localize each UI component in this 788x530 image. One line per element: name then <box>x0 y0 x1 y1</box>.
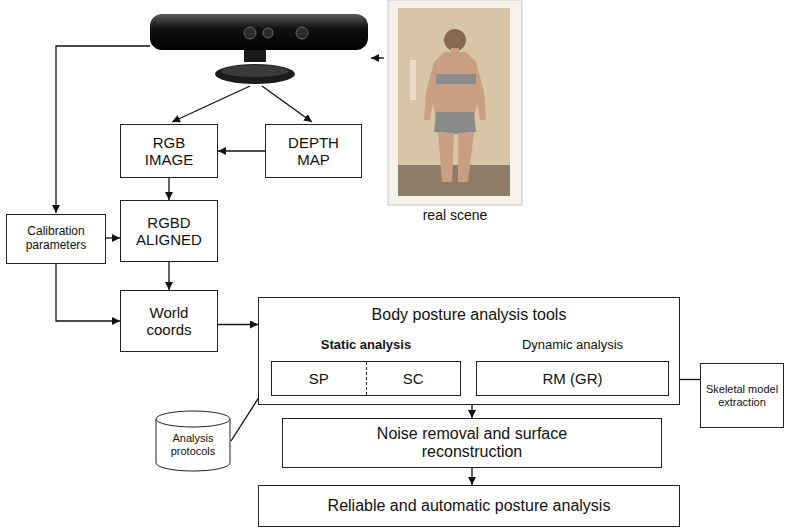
sensor-lens <box>244 27 256 39</box>
flow-arrow <box>218 150 265 151</box>
process-box: World coords <box>120 290 218 352</box>
section-heading: Static analysis <box>272 338 460 353</box>
flow-arrow <box>168 178 169 200</box>
box-label: SP <box>272 362 366 395</box>
process-box: Noise removal and surface reconstruction <box>282 418 662 468</box>
section-heading: Dynamic analysis <box>477 338 668 353</box>
kinect-sensor <box>150 14 368 84</box>
scene-arrow <box>371 57 384 58</box>
flow-arrow <box>218 324 258 325</box>
box-label: RM (GR) <box>543 370 603 387</box>
flow-arrow <box>471 405 472 418</box>
box-label: World coords <box>134 304 204 339</box>
box-label: SC <box>366 362 461 395</box>
box-label: DEPTH MAP <box>279 134 349 169</box>
process-box: RGB IMAGE <box>120 124 218 178</box>
photo-detail <box>410 60 416 100</box>
parameter-box: Calibration parameters <box>6 214 106 264</box>
caption-label: real scene <box>423 207 488 223</box>
figure-arms <box>424 62 486 120</box>
box-label: Reliable and automatic posture analysis <box>328 497 611 515</box>
analysis-box: Static analysisSPSC <box>271 361 461 396</box>
process-box: RGBD ALIGNED <box>120 200 218 262</box>
database-cylinder: Analysis protocols <box>155 410 231 472</box>
sensor-base <box>215 64 295 84</box>
figure-neck <box>451 48 459 54</box>
figure-torso <box>432 52 478 118</box>
box-label: Noise removal and surface reconstruction <box>372 425 572 462</box>
figure-legs <box>438 132 474 182</box>
box-label: Calibration parameters <box>11 225 101 253</box>
cylinder-top <box>156 411 230 427</box>
box-label: RGB IMAGE <box>134 134 204 169</box>
result-box: Reliable and automatic posture analysis <box>258 485 680 527</box>
tools-panel: Body posture analysis toolsStatic analys… <box>258 297 680 405</box>
flow-arrow <box>168 262 169 290</box>
sensor-arrow <box>262 86 312 122</box>
figure-head <box>444 29 466 51</box>
sensor-neck <box>244 48 266 62</box>
box-label: Analysis protocols <box>159 432 227 457</box>
sensor-bar <box>150 14 368 50</box>
scene-photo <box>388 0 522 205</box>
photo-frame <box>388 0 522 205</box>
sensor-base-top <box>221 65 289 77</box>
figure-shorts <box>434 112 476 134</box>
panel-title: Body posture analysis tools <box>259 298 679 324</box>
process-box: DEPTH MAP <box>265 124 362 178</box>
figure-top <box>436 74 476 84</box>
sensor-lens <box>296 27 308 39</box>
photo-floor <box>398 165 510 196</box>
box-label: Skeletal model extraction <box>705 383 779 408</box>
sensor-arrow <box>172 86 250 122</box>
flow-arrow <box>106 237 120 238</box>
sensor-lens <box>263 28 273 38</box>
box-label: RGBD ALIGNED <box>129 214 209 249</box>
input-box: Skeletal model extraction <box>700 363 784 428</box>
flow-arrow <box>471 468 472 485</box>
photo-wall <box>398 8 510 196</box>
flow-arrow <box>56 264 120 321</box>
analysis-box: Dynamic analysisRM (GR) <box>476 361 669 396</box>
